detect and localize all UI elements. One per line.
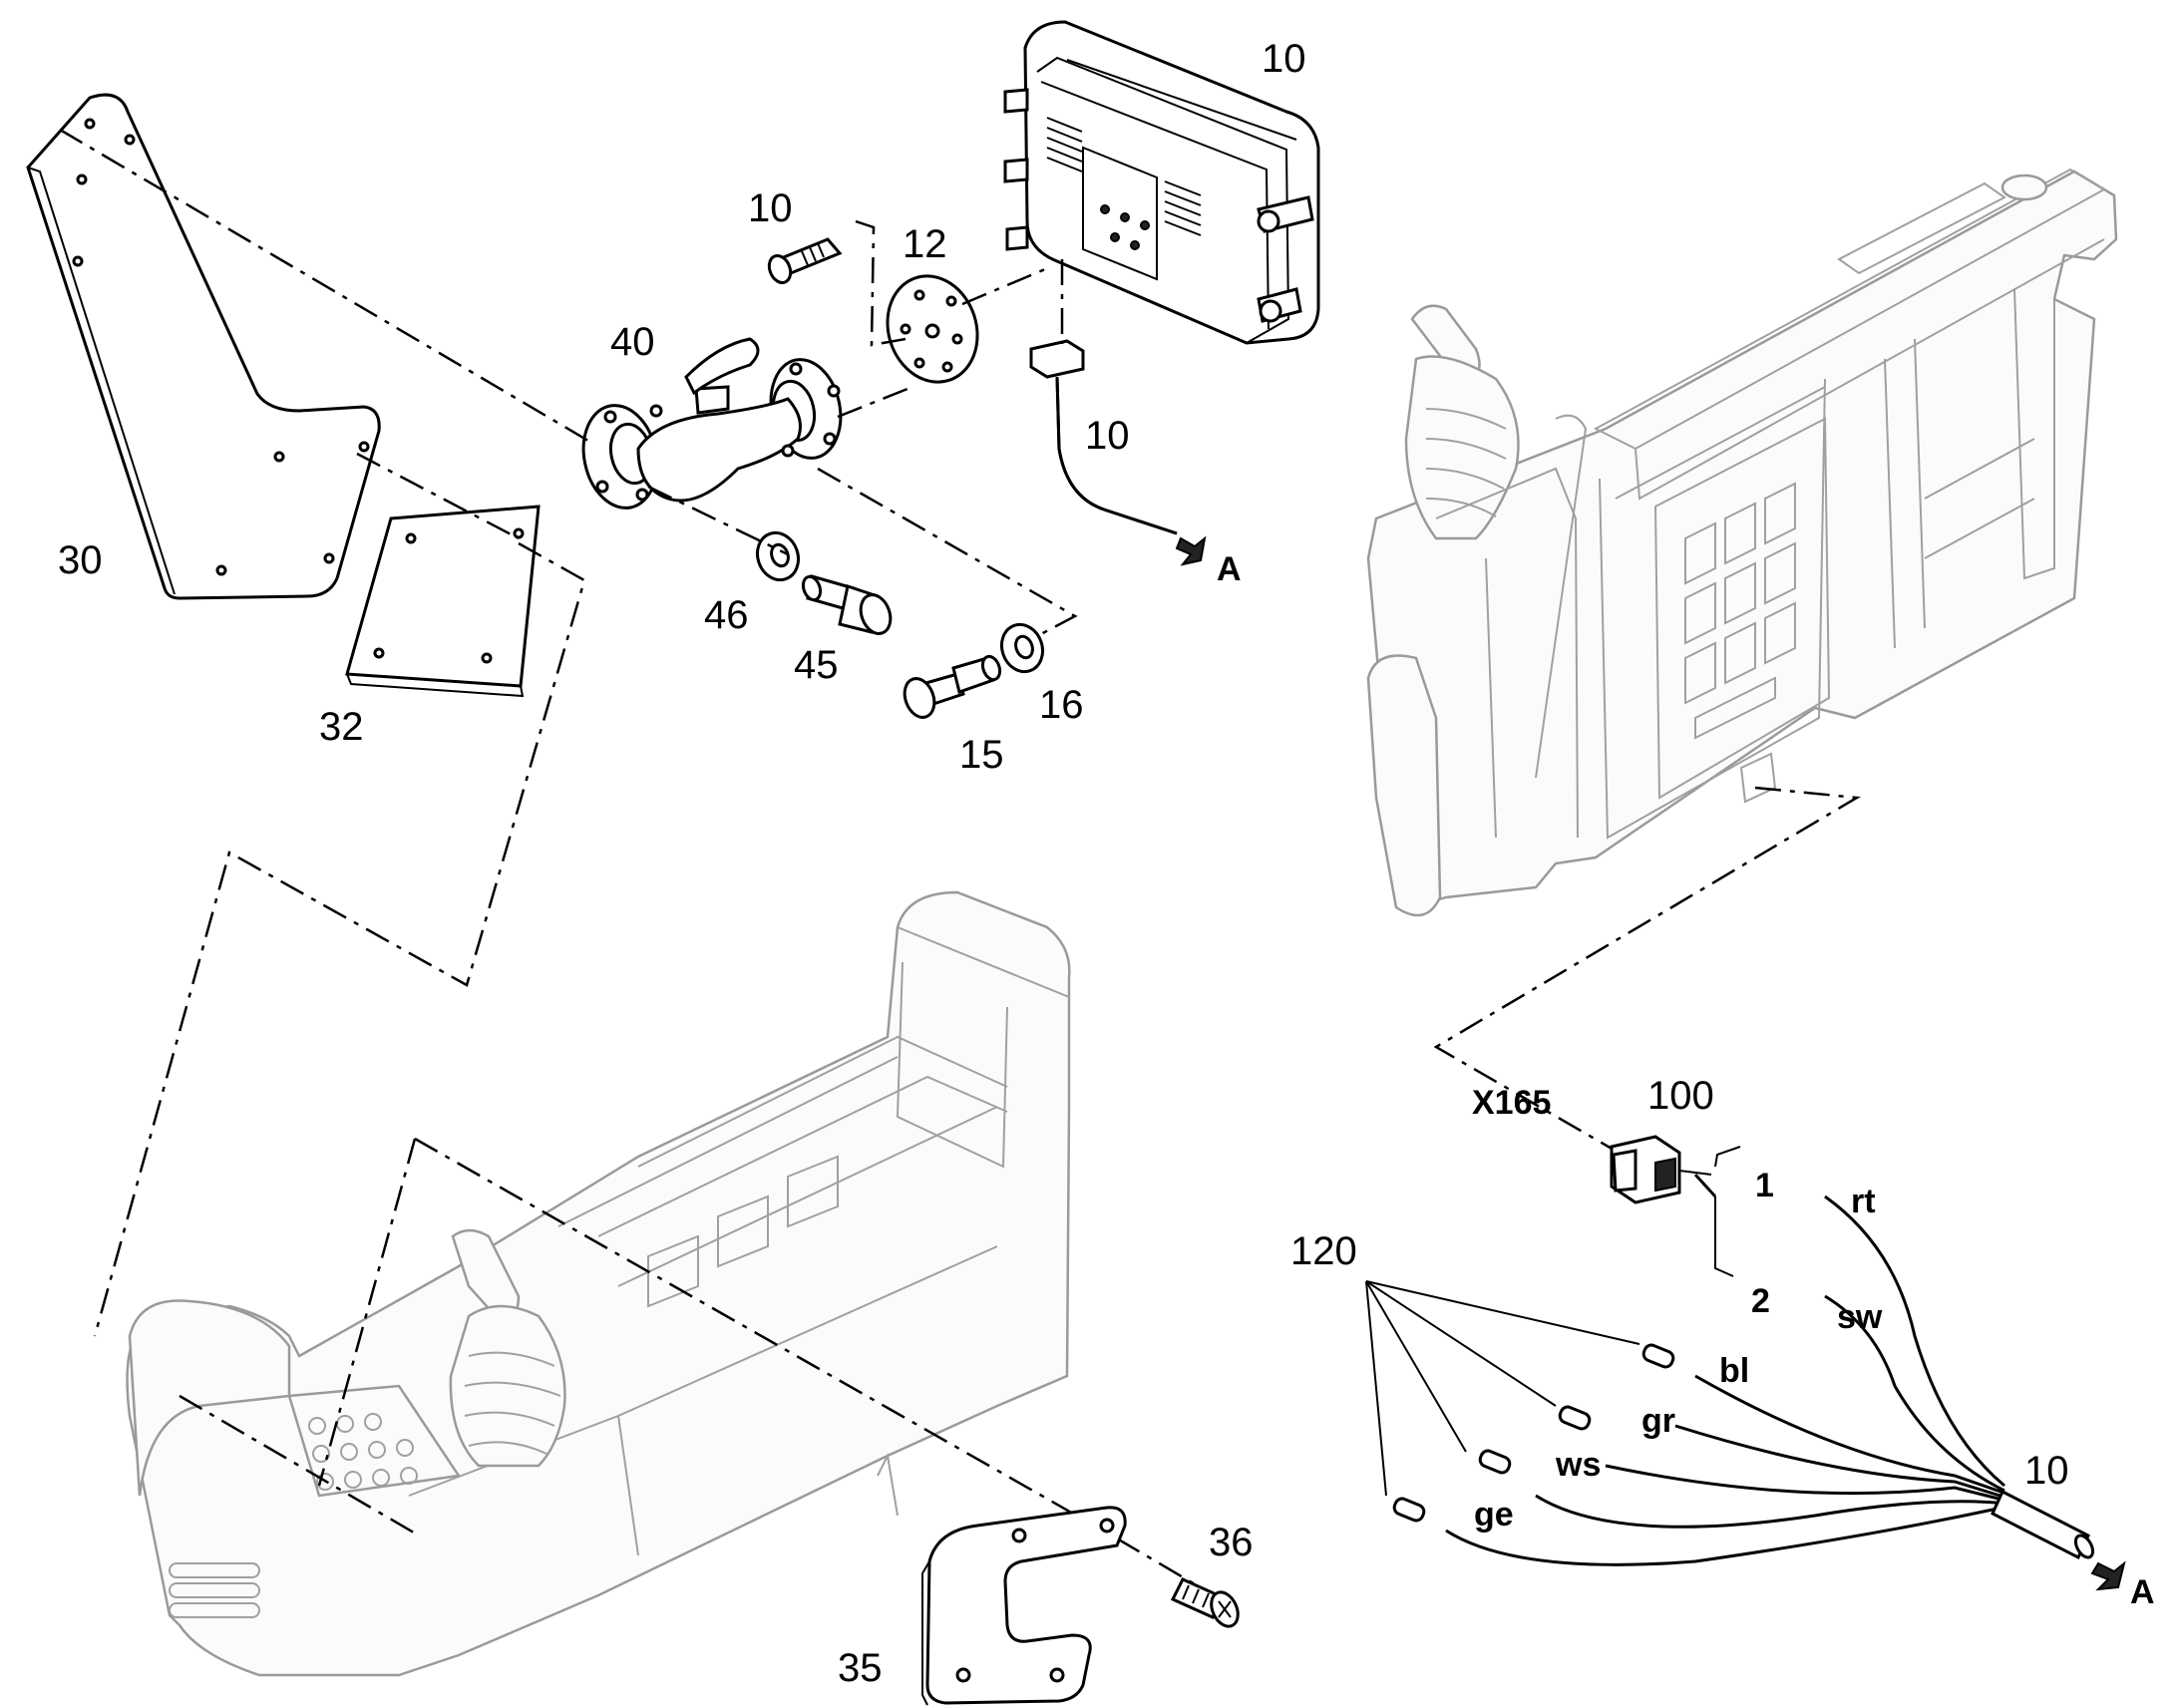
label-A-bottom: A [2130, 1573, 2155, 1611]
bolt-15 [903, 654, 1002, 719]
label-ws: ws [1555, 1446, 1601, 1484]
label-40: 40 [610, 320, 655, 364]
seat-control-console [126, 890, 1071, 1677]
label-rt: rt [1851, 1183, 1876, 1220]
label-100: 100 [1647, 1074, 1714, 1118]
control-console-assembly [1366, 168, 2118, 917]
leader-lines-bottom [179, 1137, 1198, 1587]
label-sw: sw [1837, 1298, 1883, 1336]
leader-lines-top [59, 128, 1078, 1337]
bracket-plate-30 [26, 93, 381, 600]
pad-plate-32 [345, 505, 541, 698]
label-10-cable: 10 [1085, 414, 1130, 458]
leader-line-x165 [1433, 786, 1861, 1159]
label-wire-1: 1 [1755, 1167, 1774, 1204]
label-ge: ge [1474, 1496, 1514, 1534]
label-15: 15 [959, 733, 1004, 777]
connector-100 [1610, 1135, 1712, 1204]
screw-10 [767, 237, 843, 285]
harness-10 [1445, 1146, 2126, 1591]
label-gr: gr [1641, 1402, 1675, 1440]
label-bl: bl [1719, 1352, 1749, 1390]
label-120: 120 [1290, 1229, 1357, 1273]
contact-pins-120 [1365, 1280, 1675, 1523]
c-bracket-35 [921, 1506, 1127, 1706]
washer-16 [999, 622, 1045, 674]
label-45: 45 [794, 643, 839, 687]
washer-46 [755, 530, 801, 582]
label-30: 30 [58, 538, 103, 582]
screw-36 [1170, 1577, 1240, 1628]
label-10-unit: 10 [1262, 37, 1306, 81]
label-12: 12 [903, 222, 947, 266]
cable-10 [1029, 339, 1207, 566]
label-32: 32 [319, 705, 364, 749]
label-35: 35 [838, 1646, 883, 1690]
round-pad-12 [886, 274, 979, 384]
label-36: 36 [1209, 1521, 1254, 1564]
label-46: 46 [704, 593, 749, 637]
label-10-screw: 10 [748, 186, 793, 230]
ball-mount-arm-40 [581, 337, 843, 510]
callout-labels: 10 10 12 40 10 A 30 46 45 16 15 32 X165 … [58, 37, 2155, 1690]
control-unit-10 [1003, 20, 1320, 345]
label-A-top: A [1217, 550, 1242, 588]
label-16: 16 [1039, 683, 1084, 727]
label-10-harness: 10 [2024, 1449, 2069, 1493]
bolt-45 [801, 574, 893, 635]
label-X165: X165 [1472, 1084, 1551, 1122]
label-wire-2: 2 [1751, 1282, 1770, 1320]
